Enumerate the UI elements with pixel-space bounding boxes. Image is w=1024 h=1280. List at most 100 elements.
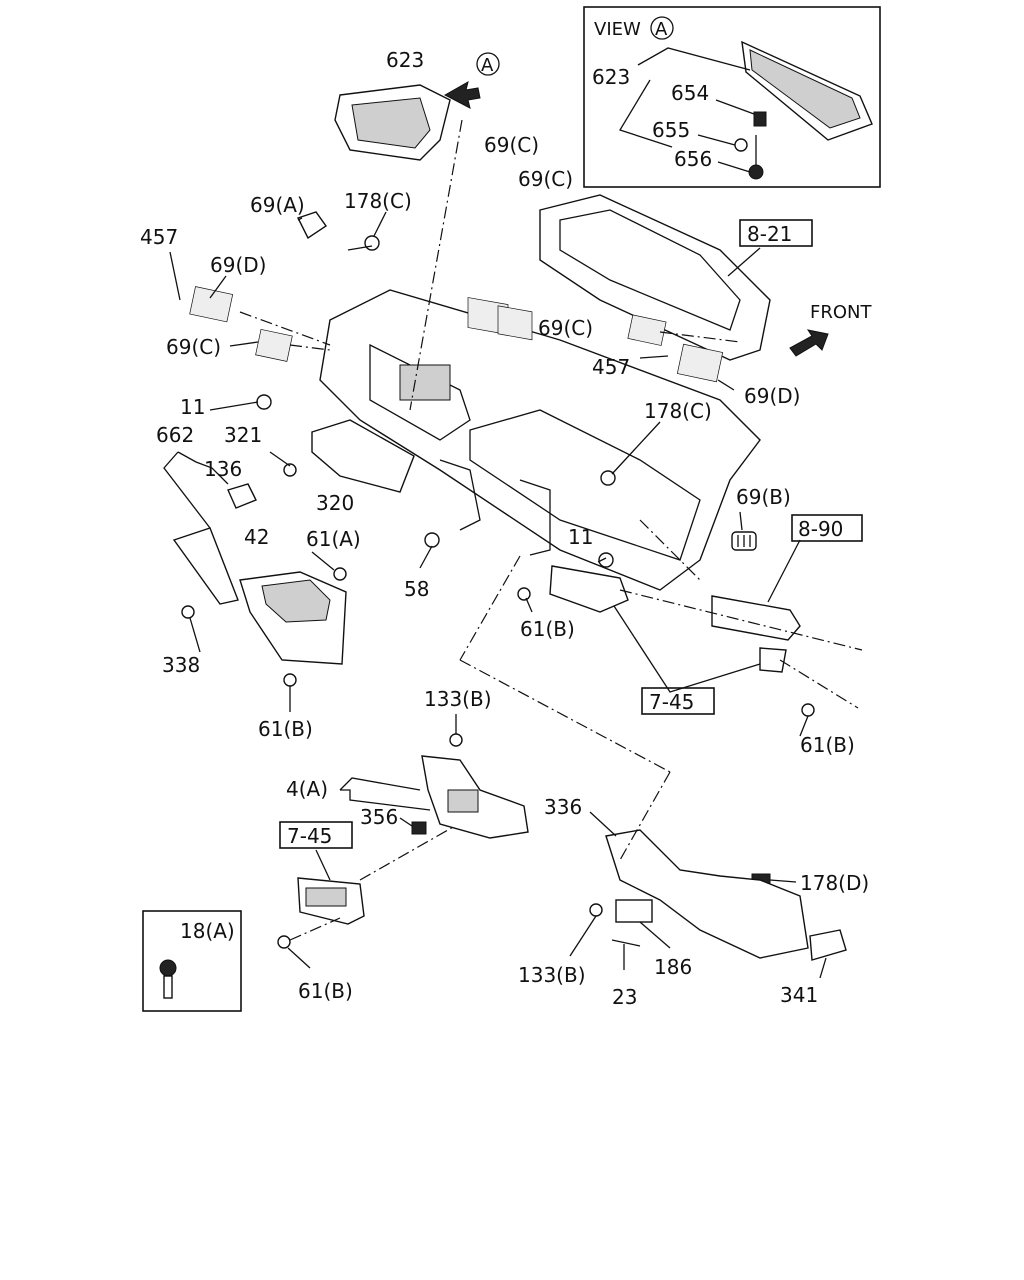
label-58: 58	[404, 577, 429, 601]
screw-61b-mid	[517, 587, 531, 601]
view-panel-623-face	[749, 49, 861, 129]
clip-356	[411, 821, 427, 835]
screw-338	[181, 605, 195, 619]
label-133b-bottom: 133(B)	[518, 963, 586, 987]
label-61b-bottom: 61(B)	[298, 979, 353, 1003]
audio-bracket	[759, 647, 787, 673]
label-338: 338	[162, 653, 200, 677]
view-clip-654	[753, 111, 767, 127]
tape-23	[611, 939, 641, 947]
ref-box-7-45-upper	[641, 687, 715, 715]
label-178d: 178(D)	[800, 871, 869, 895]
label-69c-upper-2: 69(C)	[518, 167, 573, 191]
label-69c-upper-1: 69(C)	[484, 133, 539, 157]
view-a-marker	[476, 52, 500, 76]
screw-58	[424, 532, 440, 548]
label-662: 662	[156, 423, 194, 447]
vent-69c-right	[627, 314, 667, 346]
lower-cover	[605, 829, 809, 959]
label-11-left: 11	[180, 395, 205, 419]
label-69d-left: 69(D)	[210, 253, 266, 277]
label-654: 654	[671, 81, 709, 105]
audio-unit	[711, 595, 801, 641]
view-marker-circle	[650, 16, 674, 40]
bolt-18a-shank	[163, 975, 173, 999]
screw-321	[283, 463, 297, 477]
ref-box-8-90	[791, 514, 863, 542]
screw-61a	[333, 567, 347, 581]
label-11-right: 11	[568, 525, 593, 549]
bolt-11-right	[598, 552, 614, 568]
label-61b-right: 61(B)	[800, 733, 855, 757]
part-186	[615, 899, 653, 923]
label-61b-mid: 61(B)	[520, 617, 575, 641]
label-623: 623	[386, 48, 424, 72]
bolt-11-left	[256, 394, 272, 410]
view-marker-letter: A	[655, 19, 668, 40]
ref-box-8-21	[739, 219, 813, 247]
label-69c-left: 69(C)	[166, 335, 221, 359]
label-623-view: 623	[592, 65, 630, 89]
ref-box-7-45-lower	[279, 821, 353, 849]
screw-61b-right	[801, 703, 815, 717]
screw-61b-glovebox	[283, 673, 297, 687]
label-341: 341	[780, 983, 818, 1007]
label-457-right: 457	[592, 355, 630, 379]
label-356: 356	[360, 805, 398, 829]
bracket-320	[311, 419, 415, 493]
inset-fastener-label: 18(A)	[180, 919, 235, 943]
front-label: FRONT	[810, 302, 872, 323]
view-a-inset-box	[583, 6, 881, 188]
label-23: 23	[612, 985, 637, 1009]
label-69a: 69(A)	[250, 193, 305, 217]
vent-69c-upper-2	[497, 305, 533, 341]
ref-8-90: 8-90	[798, 517, 843, 541]
label-186: 186	[654, 955, 692, 979]
screw-133b-bottom	[589, 903, 603, 917]
ref-8-21: 8-21	[747, 222, 792, 246]
view-a-arrow	[443, 80, 481, 109]
vent-69c-left	[255, 328, 293, 362]
ref-7-45-lower: 7-45	[287, 824, 332, 848]
panel-bracket-left	[439, 459, 481, 531]
view-title: VIEW	[594, 19, 641, 40]
label-42: 42	[244, 525, 269, 549]
label-4a: 4(A)	[286, 777, 328, 801]
label-61a: 61(A)	[306, 527, 361, 551]
label-133b-top: 133(B)	[424, 687, 492, 711]
panel-bracket-right	[519, 479, 551, 556]
cover-341	[809, 929, 847, 961]
bolt-18a-head	[159, 959, 177, 977]
inset-fastener-box	[142, 910, 242, 1012]
clip-136	[227, 483, 257, 509]
label-336: 336	[544, 795, 582, 819]
nut-178c-top	[364, 235, 380, 251]
glovebox-lid-662	[172, 527, 239, 605]
screw-133b-top	[449, 733, 463, 747]
vent-69a	[297, 211, 327, 240]
view-a-marker-letter: A	[481, 55, 494, 76]
nut-178c-mid	[600, 470, 616, 486]
label-136: 136	[204, 457, 242, 481]
panel-opening	[399, 364, 451, 401]
label-69c-right: 69(C)	[538, 316, 593, 340]
label-320: 320	[316, 491, 354, 515]
view-screw-655	[734, 138, 748, 152]
label-61b-glovebox: 61(B)	[258, 717, 313, 741]
ref-7-45-upper: 7-45	[649, 690, 694, 714]
front-arrow	[789, 329, 829, 357]
view-nut-656	[748, 164, 764, 180]
vent-69d-left	[189, 286, 234, 323]
label-178c-mid: 178(C)	[644, 399, 712, 423]
label-321: 321	[224, 423, 262, 447]
label-656: 656	[674, 147, 712, 171]
meter-hood	[539, 194, 771, 361]
label-457-left: 457	[140, 225, 178, 249]
screw-61b-bottom	[277, 935, 291, 949]
label-178c-top: 178(C)	[344, 189, 412, 213]
label-655: 655	[652, 118, 690, 142]
label-69b: 69(B)	[736, 485, 791, 509]
label-69d-right: 69(D)	[744, 384, 800, 408]
vent-69d-right	[676, 343, 724, 383]
